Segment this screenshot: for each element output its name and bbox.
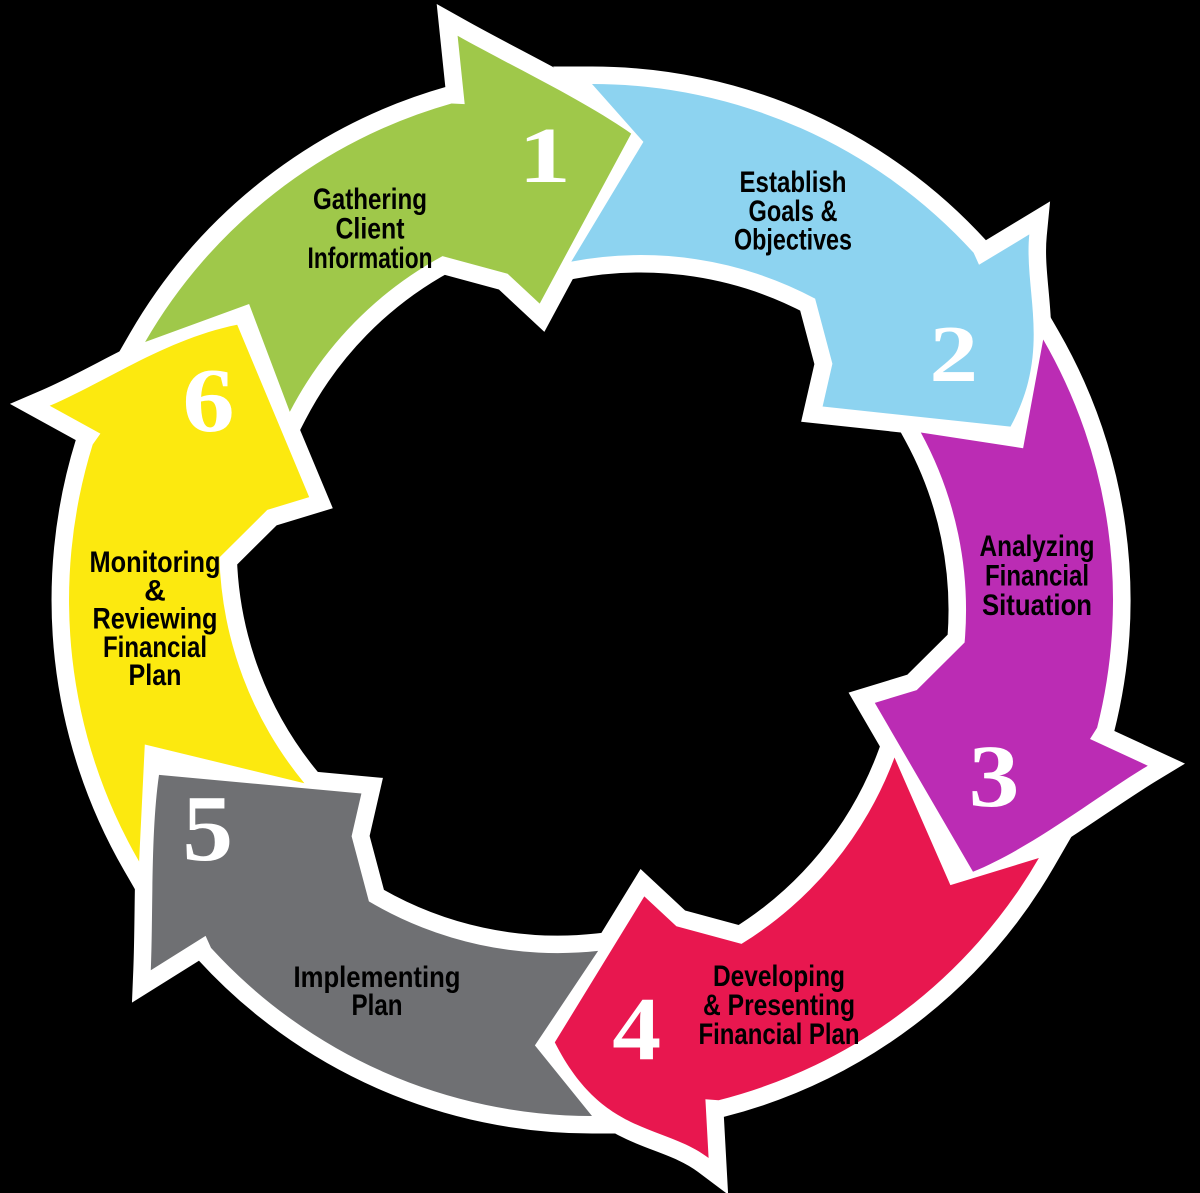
- svg-text:Goals &: Goals &: [749, 195, 838, 228]
- svg-text:6: 6: [182, 350, 234, 451]
- svg-text:&: &: [144, 574, 166, 607]
- svg-text:Monitoring: Monitoring: [90, 546, 221, 579]
- svg-text:3: 3: [969, 728, 1020, 826]
- svg-text:Objectives: Objectives: [734, 224, 852, 257]
- svg-text:Financial Plan: Financial Plan: [699, 1018, 860, 1051]
- svg-text:4: 4: [612, 978, 661, 1079]
- svg-text:Information: Information: [308, 242, 433, 275]
- svg-text:Plan: Plan: [129, 659, 182, 692]
- svg-text:Plan: Plan: [352, 989, 403, 1022]
- svg-text:Situation: Situation: [982, 589, 1092, 622]
- svg-text:Reviewing: Reviewing: [93, 603, 218, 636]
- svg-text:5: 5: [182, 777, 233, 881]
- svg-text:& Presenting: & Presenting: [703, 989, 855, 1022]
- svg-text:Financial: Financial: [103, 631, 207, 664]
- svg-text:Analyzing: Analyzing: [980, 530, 1095, 563]
- svg-text:Gathering: Gathering: [313, 183, 427, 216]
- svg-text:Implementing: Implementing: [294, 961, 461, 994]
- svg-text:Financial: Financial: [985, 560, 1089, 593]
- svg-text:Client: Client: [336, 213, 405, 246]
- svg-text:Establish: Establish: [740, 166, 847, 199]
- svg-text:2: 2: [929, 310, 978, 399]
- svg-text:1: 1: [518, 112, 571, 200]
- svg-text:Developing: Developing: [713, 960, 845, 993]
